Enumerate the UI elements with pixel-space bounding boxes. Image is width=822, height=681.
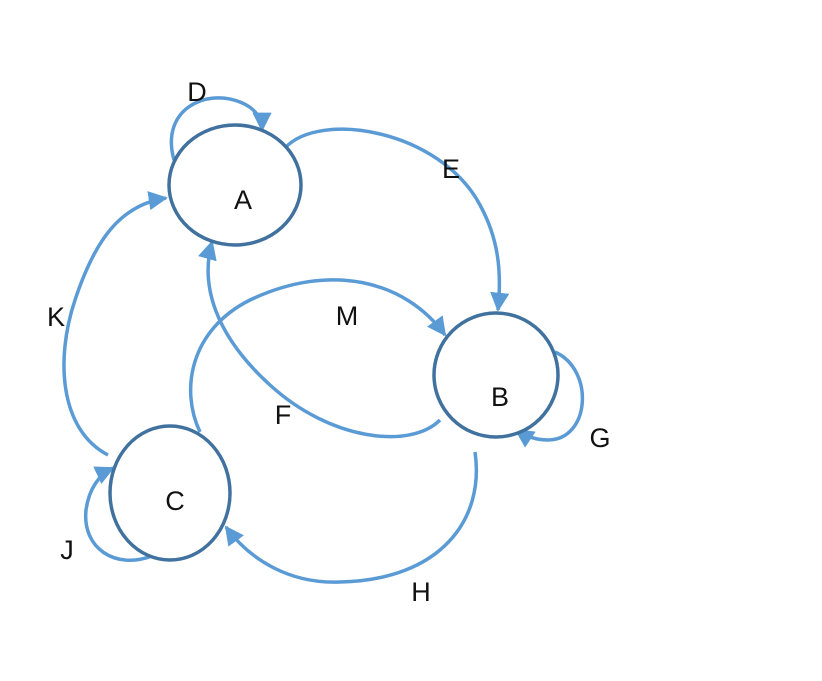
edge-label-e: E [442,154,460,184]
edge-d [169,96,272,161]
node-b [432,311,560,439]
edge-label-j: J [60,535,74,565]
edge-e [283,127,510,312]
edge-label-f: F [275,400,292,430]
edge-label-h: H [411,577,431,607]
edge-f [198,240,442,439]
edge-h [224,451,478,584]
edge-label-d: D [187,77,207,107]
edge-label-g: G [589,423,610,453]
edge-k [62,191,168,457]
edge-j [84,466,153,562]
edge-label-k: K [47,302,65,332]
node-a [167,123,303,247]
node-label-c: C [165,486,185,516]
node-label-b: B [491,382,509,412]
node-c [108,424,232,562]
edge-m [188,278,447,433]
edge-label-m: M [336,301,359,331]
node-label-a: A [234,185,252,215]
edge-g [514,350,585,448]
